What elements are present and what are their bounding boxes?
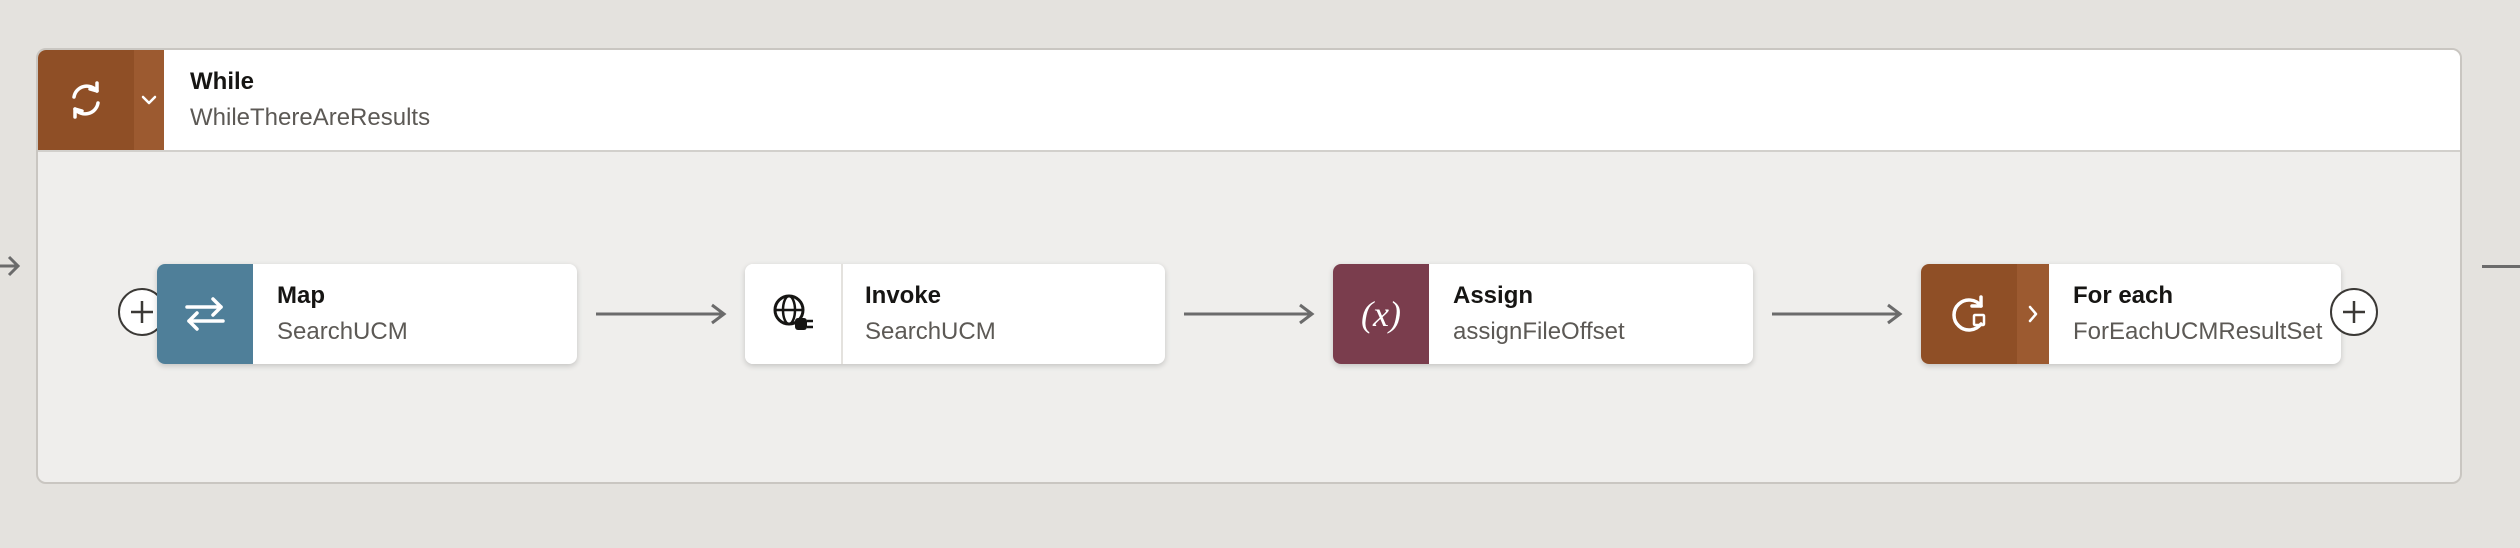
action-type-label: For each bbox=[2073, 282, 2174, 309]
for-each-loop-icon bbox=[1921, 264, 2017, 364]
scope-name: WhileThereAreResults bbox=[190, 104, 431, 131]
variable-icon: (x) bbox=[1333, 264, 1429, 364]
collapse-scope-toggle[interactable] bbox=[134, 50, 164, 150]
expand-toggle[interactable] bbox=[2017, 264, 2049, 364]
action-type-label: Invoke bbox=[865, 282, 942, 309]
action-name: SearchUCM bbox=[865, 318, 996, 345]
while-scope-header[interactable]: While WhileThereAreResults bbox=[38, 50, 2460, 152]
connector-arrow bbox=[1184, 303, 1315, 325]
outgoing-edge-line bbox=[2482, 265, 2520, 268]
scope-type-label: While bbox=[190, 68, 254, 95]
loop-icon bbox=[38, 50, 134, 150]
plus-icon bbox=[131, 301, 153, 323]
action-type-label: Assign bbox=[1453, 282, 1534, 309]
incoming-edge-arrow bbox=[0, 255, 21, 277]
assign-action-card[interactable]: (x) Assign assignFileOffset bbox=[1333, 264, 1753, 364]
invoke-action-card[interactable]: Invoke SearchUCM bbox=[745, 264, 1165, 364]
for-each-action-card[interactable]: For each ForEachUCMResultSet bbox=[1921, 264, 2341, 364]
action-name: ForEachUCMResultSet bbox=[2073, 318, 2323, 345]
add-action-button-right[interactable] bbox=[2330, 288, 2378, 336]
connector-arrow bbox=[596, 303, 727, 325]
globe-plug-icon bbox=[745, 264, 843, 364]
chevron-right-icon bbox=[2028, 305, 2038, 323]
connector-arrow bbox=[1772, 303, 1903, 325]
swap-arrows-icon bbox=[157, 264, 253, 364]
action-name: SearchUCM bbox=[277, 318, 408, 345]
plus-icon bbox=[2343, 301, 2365, 323]
action-name: assignFileOffset bbox=[1453, 318, 1625, 345]
action-type-label: Map bbox=[277, 282, 325, 309]
map-action-card[interactable]: Map SearchUCM bbox=[157, 264, 577, 364]
chevron-down-icon bbox=[141, 95, 157, 105]
